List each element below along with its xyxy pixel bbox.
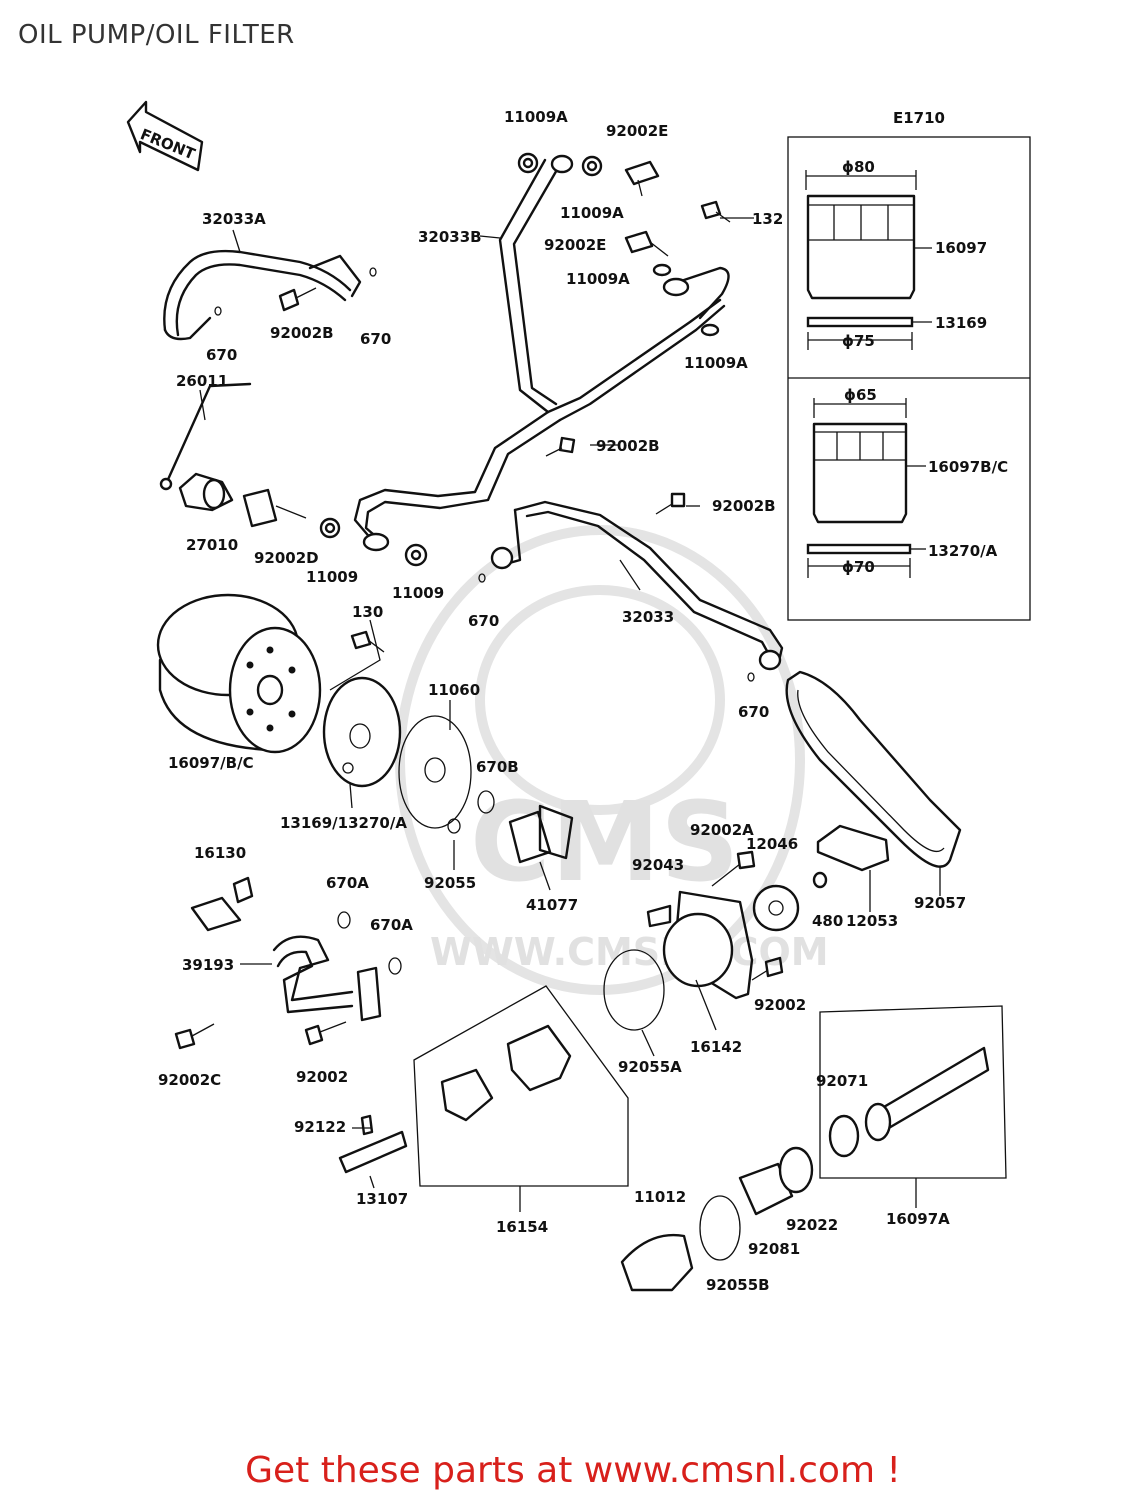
leader-lines — [199, 217, 941, 1212]
callout-41077: 41077 — [526, 896, 578, 914]
callout-92055: 92055 — [424, 874, 476, 892]
filter-b-gasket-part: 13270/A — [928, 542, 998, 560]
front-arrow-icon: FRONT — [126, 100, 204, 172]
callout-32033a: 32033A — [202, 210, 266, 228]
callout-670: 670 — [360, 330, 391, 348]
footer-link[interactable]: Get these parts at www.cmsnl.com ! — [245, 1450, 901, 1491]
callout-92002c: 92002C — [158, 1071, 221, 1089]
filter-16097bc-spec: ϕ65 16097B/C 13270/A ϕ70 — [806, 386, 1008, 578]
callout-92002e: 92002E — [544, 236, 606, 254]
callout-92002e: 92002E — [606, 122, 668, 140]
oil-pipes — [163, 154, 784, 671]
callout-92022: 92022 — [786, 1216, 838, 1234]
filter-b-part: 16097B/C — [928, 458, 1008, 476]
oil-pressure-switch — [159, 382, 252, 512]
callout-92002a: 92002A — [690, 821, 754, 839]
page-title: OIL PUMP/OIL FILTER — [18, 20, 295, 50]
callout-92002d: 92002D — [254, 549, 319, 567]
callout-13107: 13107 — [356, 1190, 408, 1208]
callout-92055a: 92055A — [618, 1058, 682, 1076]
bolts — [174, 160, 784, 1050]
filter-gaskets — [322, 676, 495, 834]
callout-670: 670 — [738, 703, 769, 721]
callout-130: 130 — [352, 603, 383, 621]
callout-16154: 16154 — [496, 1218, 548, 1236]
filter-a-dia: ϕ80 — [842, 158, 875, 176]
callout-92002b: 92002B — [270, 324, 334, 342]
callout-16142: 16142 — [690, 1038, 742, 1056]
callout-11009a: 11009A — [566, 270, 630, 288]
callout-480: 480 — [812, 912, 843, 930]
callout-26011: 26011 — [176, 372, 228, 390]
washers — [214, 152, 755, 682]
callout-16097bc: 16097/B/C — [168, 754, 254, 772]
callout-92002: 92002 — [296, 1068, 348, 1086]
pump-chain — [785, 670, 962, 872]
front-label: FRONT — [138, 125, 199, 163]
filter-a-part: 16097 — [935, 239, 987, 257]
callout-670: 670 — [206, 346, 237, 364]
callout-11009a: 11009A — [684, 354, 748, 372]
callout-12053: 12053 — [846, 912, 898, 930]
filter-b-gasket-dia: ϕ70 — [842, 558, 875, 576]
callout-16097a: 16097A — [886, 1210, 950, 1228]
filter-16097-spec: ϕ80 16097 13169 ϕ75 — [805, 158, 987, 350]
callout-11060: 11060 — [428, 681, 480, 699]
callout-92122: 92122 — [294, 1118, 346, 1136]
watermark-url: WWW.CMSNL.COM — [430, 930, 829, 974]
relief-valve — [620, 1005, 1007, 1292]
relief-plug — [508, 804, 574, 864]
callout-92043: 92043 — [632, 856, 684, 874]
pump-rotor-kit — [338, 985, 629, 1187]
callout-16130: 16130 — [194, 844, 246, 862]
callout-13169-13270a: 13169/13270/A — [280, 814, 407, 832]
callout-92081: 92081 — [748, 1240, 800, 1258]
filter-a-gasket-part: 13169 — [935, 314, 987, 332]
callout-670: 670 — [468, 612, 499, 630]
oil-pipe-39193 — [272, 911, 402, 1022]
callout-32033b: 32033B — [418, 228, 482, 246]
callout-92057: 92057 — [914, 894, 966, 912]
callout-92055b: 92055B — [706, 1276, 770, 1294]
diagram-code: E1710 — [893, 109, 945, 127]
callout-11009: 11009 — [306, 568, 358, 586]
callout-92002b: 92002B — [596, 437, 660, 455]
callout-670a: 670A — [326, 874, 369, 892]
callout-27010: 27010 — [186, 536, 238, 554]
callout-132: 132 — [752, 210, 783, 228]
oil-filter — [156, 593, 322, 754]
callout-670b: 670B — [476, 758, 519, 776]
callout-39193: 39193 — [182, 956, 234, 974]
callout-11009: 11009 — [392, 584, 444, 602]
filter-a-gasket-dia: ϕ75 — [842, 332, 875, 350]
callout-32033: 32033 — [622, 608, 674, 626]
callout-670a: 670A — [370, 916, 413, 934]
callout-11012: 11012 — [634, 1188, 686, 1206]
callout-11009a: 11009A — [560, 204, 624, 222]
callout-92071: 92071 — [816, 1072, 868, 1090]
oil-nipple — [190, 876, 254, 932]
callout-11009a: 11009A — [504, 108, 568, 126]
callout-92002b: 92002B — [712, 497, 776, 515]
callout-labels: 11009A 92002E 11009A 132 92002E 11009A 3… — [158, 108, 966, 1294]
watermark-logo: CMS — [470, 778, 739, 906]
pump-sprocket — [752, 871, 828, 932]
callout-12046: 12046 — [746, 835, 798, 853]
filter-b-dia: ϕ65 — [844, 386, 877, 404]
callout-92002: 92002 — [754, 996, 806, 1014]
spec-panel: E1710 ϕ80 16097 13169 ϕ75 ϕ65 — [787, 109, 1031, 621]
